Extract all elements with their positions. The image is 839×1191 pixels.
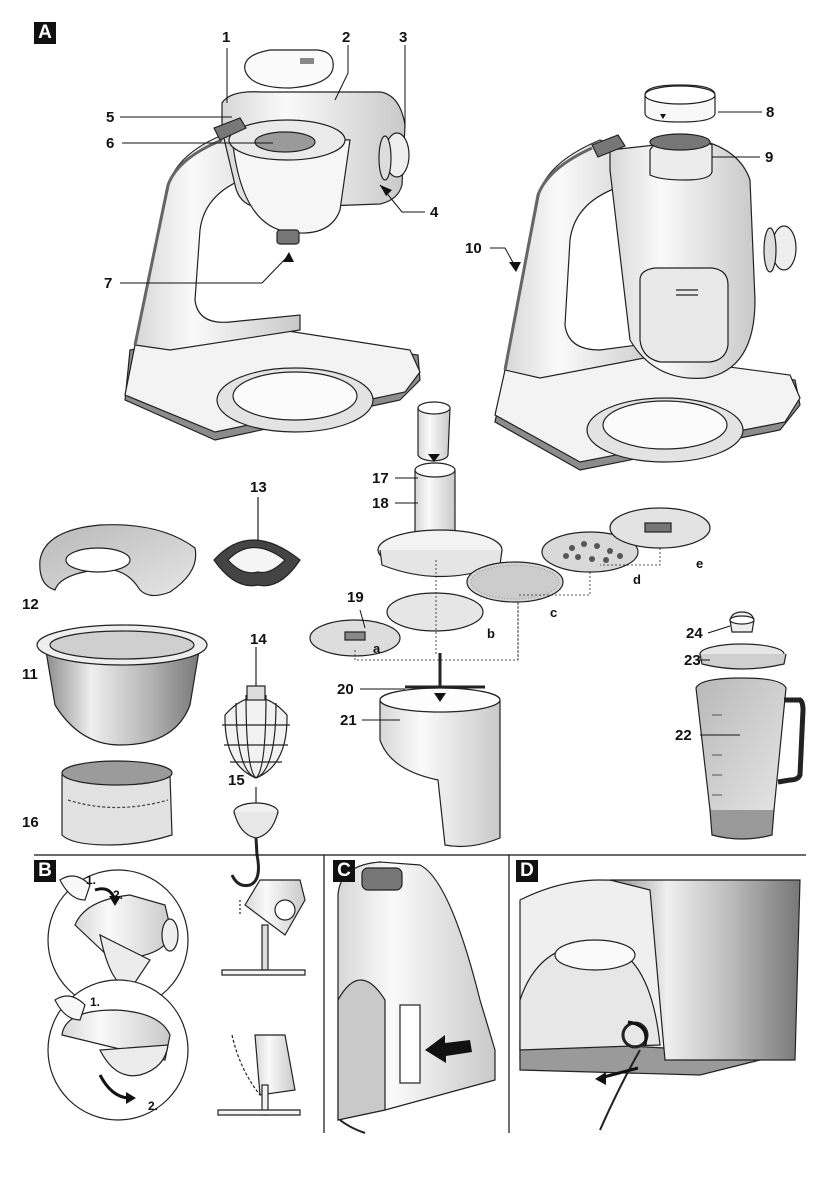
tilt-diagram-down [217,1034,301,1116]
callout-2: 2 [342,29,351,46]
dough-hook-illustration [230,787,279,887]
callout-10: 10 [465,240,482,257]
callout-12: 12 [22,596,39,613]
splash-guard-illustration [39,524,197,597]
callout-21: 21 [340,712,357,729]
cable-storage-closeup-d [519,879,801,1131]
callout-15: 15 [228,772,245,789]
callout-17: 17 [372,470,389,487]
callout-13: 13 [250,479,267,496]
callout-8: 8 [766,104,775,121]
mixing-bowl-illustration [36,624,208,746]
step-label-b1-2: 2. [113,888,124,902]
whisk-illustration [222,647,290,779]
callout-1: 1 [222,29,231,46]
slicer-assembly-illustration [309,401,711,848]
callout-4: 4 [430,204,439,221]
callout-9: 9 [765,149,774,166]
disc-label-b: b [487,626,495,641]
mixer-left-illustration [124,49,421,441]
unit-side-closeup-c [337,861,496,1134]
callout-19: 19 [347,589,364,606]
disc-label-e: e [696,556,704,571]
callout-14: 14 [250,631,267,648]
step-label-b2-1: 1. [90,995,101,1009]
storage-bag-illustration [61,760,173,846]
callout-18: 18 [372,495,389,512]
callout-20: 20 [337,681,354,698]
step-b1-illustration [47,869,189,1011]
callout-24: 24 [686,625,703,642]
disc-label-d: d [633,572,641,587]
section-label-c: C [333,860,355,882]
callout-23: 23 [684,652,701,669]
callout-22: 22 [675,727,692,744]
callout-3: 3 [399,29,408,46]
step-b2-illustration [47,979,189,1121]
tilt-diagram-up [221,879,306,976]
insert-arrow-c [425,1035,472,1063]
blender-illustration [695,611,806,840]
disc-label-a: a [373,641,381,656]
section-label-d: D [516,860,538,882]
step-label-b2-2: 2. [148,1099,159,1113]
callout-11: 11 [22,666,38,683]
callout-5: 5 [106,109,115,126]
section-label-a: A [34,22,56,44]
callout-7: 7 [104,275,113,292]
section-label-b: B [34,860,56,882]
callout-16: 16 [22,814,39,831]
callout-6: 6 [106,135,115,152]
disc-label-c: c [550,605,558,620]
kneading-hook-illustration [213,497,301,587]
mixer-right-illustration [494,84,801,471]
step-label-b1-1: 1. [86,873,97,887]
